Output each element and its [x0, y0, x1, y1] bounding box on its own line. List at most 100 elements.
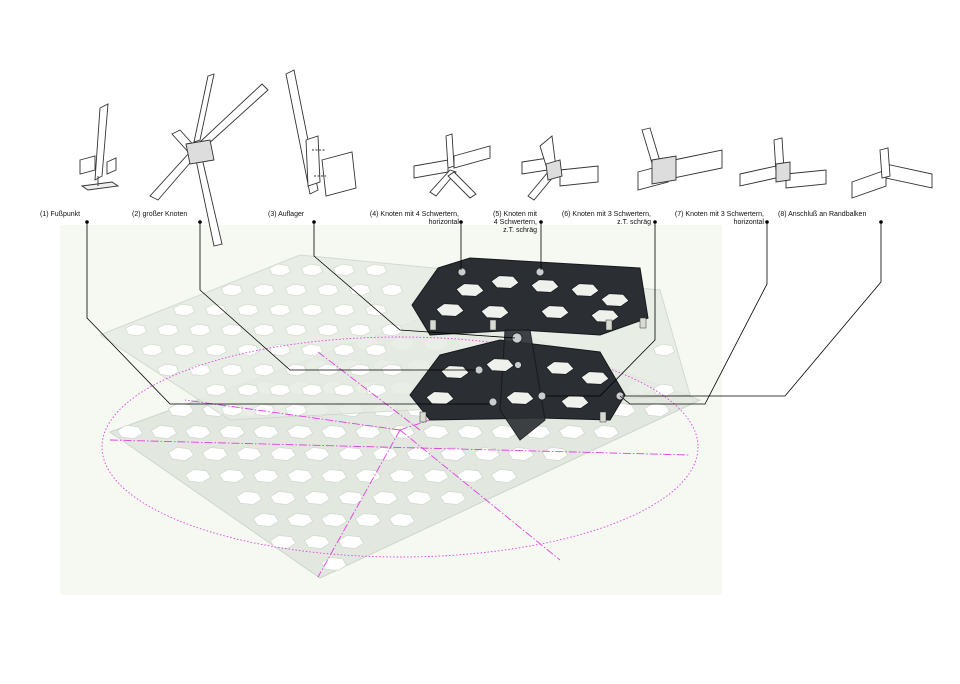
cell-hole [364, 263, 388, 277]
steel-plate [605, 319, 613, 331]
cell-hole [348, 323, 372, 337]
node-marker-1 [488, 397, 498, 407]
cell-hole [269, 490, 297, 506]
central-column [499, 329, 546, 441]
label-line: (3) Auflager [268, 211, 305, 218]
cell-hole [592, 424, 620, 440]
label-auflager: (3) Auflager [268, 211, 304, 219]
cell-hole [354, 512, 382, 528]
cell-hole [439, 490, 467, 506]
cell-hole [218, 468, 246, 484]
cell-hole [269, 534, 297, 550]
cell-hole [201, 446, 229, 462]
label-line: (6) Knoten mit 3 Schwertern, [561, 211, 651, 218]
cell-hole [184, 424, 212, 440]
cell-hole [252, 424, 280, 440]
cell-hole [286, 468, 314, 484]
cell-hole [348, 283, 372, 297]
cell-hole [284, 323, 308, 337]
cell-hole [380, 283, 404, 297]
label-line: (7) Knoten mit 3 Schwertern, [674, 211, 764, 218]
cell-hole [540, 305, 570, 319]
cell-hole [541, 446, 569, 462]
label-knoten-3-schraeg: (6) Knoten mit 3 Schwertern,z.T. schräg [562, 211, 651, 227]
cell-hole [269, 446, 297, 462]
cell-hole [252, 468, 280, 484]
cell-hole [300, 343, 324, 357]
cell-hole [300, 303, 324, 317]
cell-hole [652, 343, 676, 357]
node-4-blades-horizontal-sketch [413, 133, 491, 199]
label-grosser-knoten: (2) großer Knoten [132, 211, 187, 219]
cell-hole [320, 424, 348, 440]
cell-hole [480, 305, 510, 319]
label-line: 4 Schwertern, [493, 219, 537, 226]
cell-hole [235, 446, 263, 462]
label-line: horizontal [428, 219, 459, 226]
cell-hole [371, 490, 399, 506]
node-marker-4 [457, 267, 467, 277]
cell-hole [284, 403, 308, 417]
cell-hole [300, 263, 324, 277]
cell-hole [545, 361, 575, 375]
leader-lines [86, 222, 882, 405]
cell-hole [337, 490, 365, 506]
cell-hole [204, 383, 228, 397]
cell-hole [388, 468, 416, 484]
cell-hole [320, 556, 348, 572]
cell-hole [455, 283, 485, 297]
cell-hole [505, 391, 535, 405]
label-line: (5) Knoten mit [493, 211, 537, 218]
cell-hole [116, 424, 144, 440]
cell-hole [337, 446, 365, 462]
cell-hole [284, 283, 308, 297]
cell-hole [172, 303, 196, 317]
cell-hole [473, 446, 501, 462]
cell-hole [268, 383, 292, 397]
cell-hole [316, 323, 340, 337]
cell-hole [172, 343, 196, 357]
cell-hole [268, 303, 292, 317]
cell-hole [188, 363, 212, 377]
cell-hole [220, 283, 244, 297]
cell-hole [485, 358, 515, 372]
cell-hole [332, 343, 356, 357]
cell-hole [150, 424, 178, 440]
cell-hole [218, 424, 246, 440]
cell-hole [252, 512, 280, 528]
node-marker-2 [474, 365, 484, 375]
cell-hole [220, 363, 244, 377]
cell-hole [456, 468, 484, 484]
cell-hole [643, 402, 671, 418]
cell-hole [252, 283, 276, 297]
label-line: (1) Fußpunkt [40, 211, 81, 218]
node-4-blades-inclined-sketch [521, 135, 599, 201]
upper-layer [411, 257, 649, 336]
cell-hole [600, 293, 630, 307]
steel-plate [429, 319, 437, 331]
cell-hole [252, 323, 276, 337]
steel-plate [639, 317, 647, 329]
steel-plate [599, 411, 607, 423]
label-line: z.T. schräg [617, 219, 651, 226]
cell-hole [490, 468, 518, 484]
cell-hole [380, 323, 404, 337]
cell-hole [236, 383, 260, 397]
cell-hole [156, 323, 180, 337]
steel-plate [419, 411, 427, 423]
cell-hole [405, 490, 433, 506]
cell-hole [435, 303, 465, 317]
cell-hole [332, 383, 356, 397]
label-knoten-3-horizontal: (7) Knoten mit 3 Schwertern,horizontal [675, 211, 764, 227]
cell-hole [388, 512, 416, 528]
cell-hole [490, 275, 520, 289]
label-line: (4) Knoten mit 4 Schwertern, [369, 211, 459, 218]
node-marker-7 [514, 361, 522, 369]
cell-hole [320, 512, 348, 528]
cell-hole [236, 303, 260, 317]
node-marker-5 [535, 267, 545, 277]
label-line: (8) Anschluß an Randbalken [778, 211, 867, 218]
